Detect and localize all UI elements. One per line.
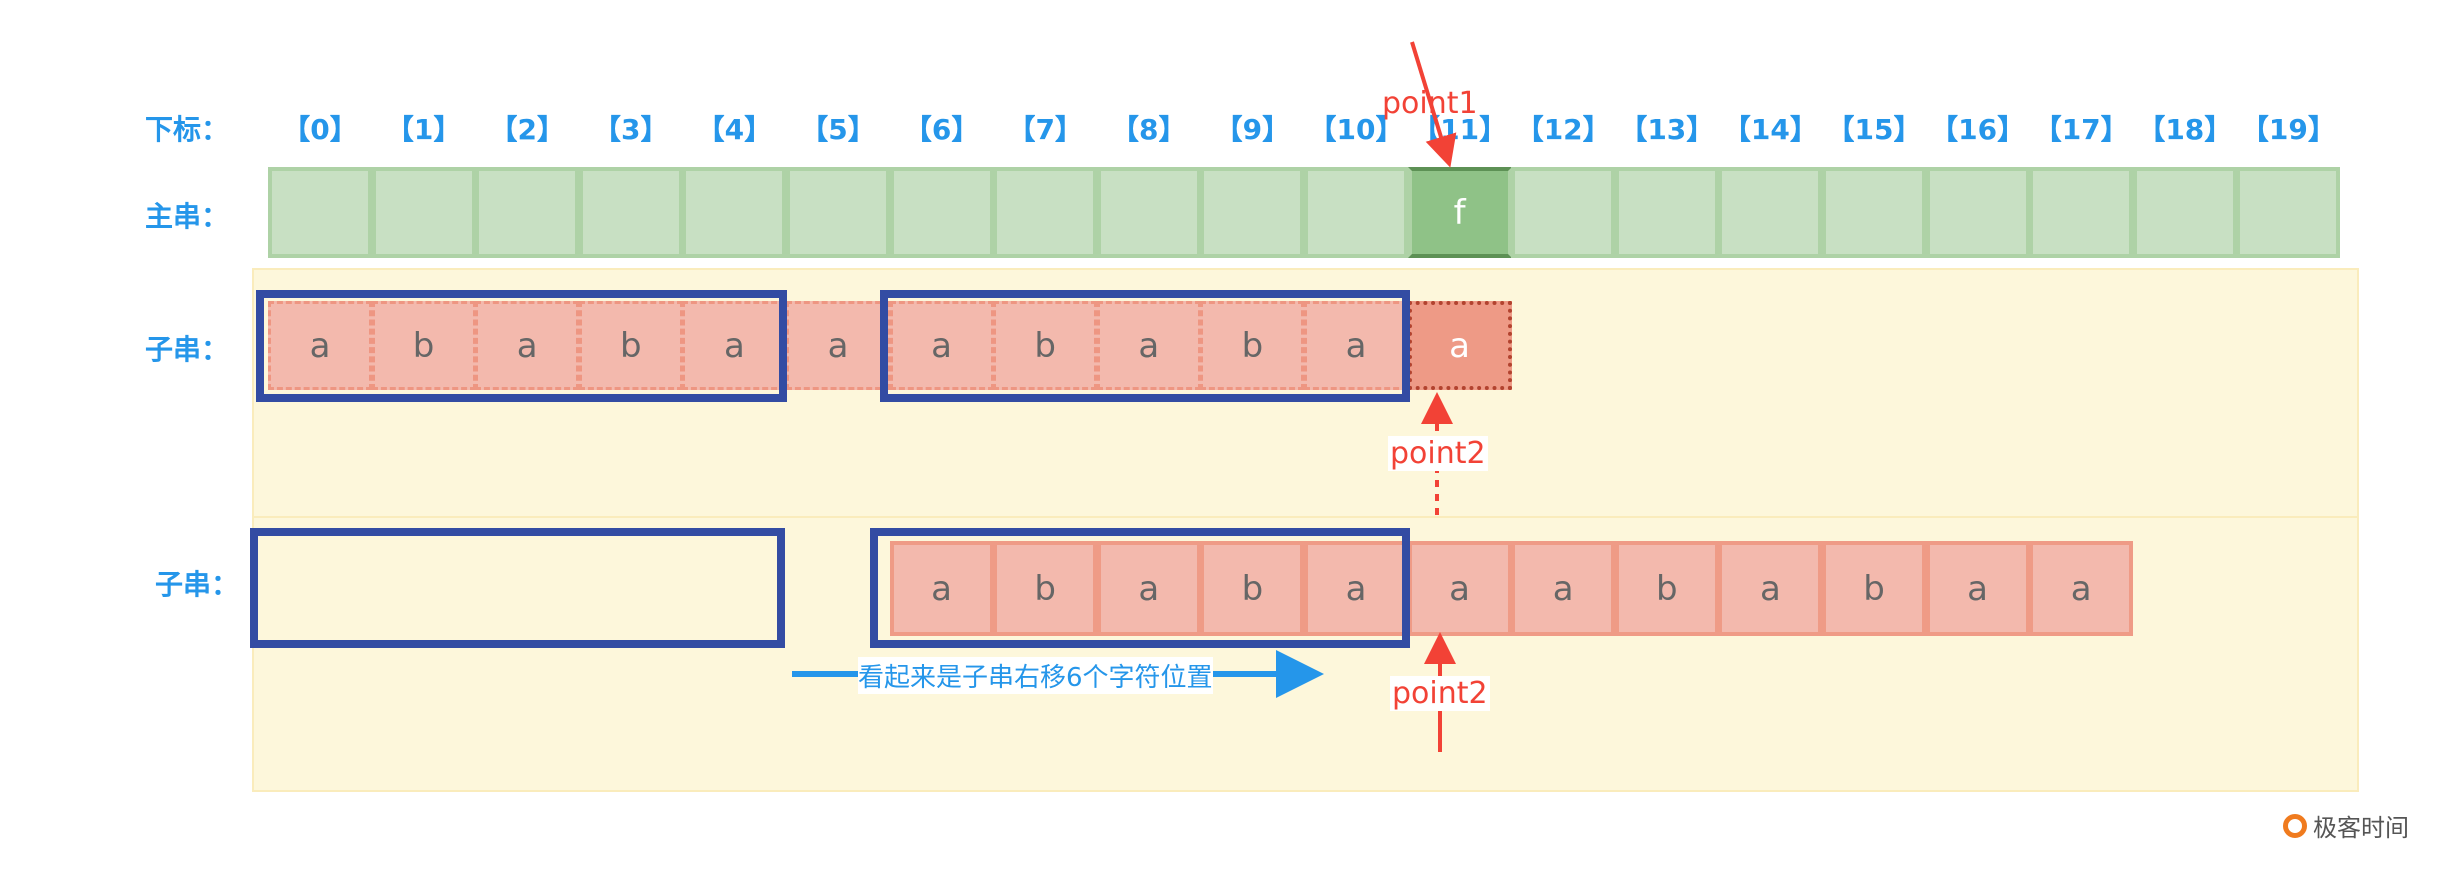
- main-cell-13: [1614, 167, 1719, 258]
- index-label-1: 【1】: [385, 113, 462, 146]
- index-label-16: 【16】: [1930, 113, 2026, 146]
- main-string-label: 主串：: [145, 200, 230, 233]
- index-label-15: 【15】: [1826, 113, 1922, 146]
- sub1-cell-8: a: [1096, 301, 1201, 390]
- sub2-cell-9: b: [1822, 541, 1926, 636]
- point1-arrow: [1410, 41, 1457, 168]
- index-label-10: 【10】: [1308, 113, 1404, 146]
- prefix-box-top: [256, 290, 787, 402]
- shift-annotation: 看起来是子串右移6个字符位置: [858, 657, 1213, 694]
- sub-string-label-1: 子串：: [145, 333, 230, 366]
- index-label: 下标：: [145, 113, 230, 146]
- sub2-cell-11: a: [2029, 541, 2134, 636]
- main-cell-8: [1096, 167, 1201, 258]
- index-label-14: 【14】: [1722, 113, 1818, 146]
- main-cell-5: [786, 167, 890, 258]
- main-cell-1: [371, 167, 476, 258]
- point2-label-bottom: point2: [1390, 676, 1490, 711]
- sub2-cell-7: b: [1614, 541, 1719, 636]
- index-label-4: 【4】: [696, 113, 773, 146]
- prefix-box-bottom: [250, 528, 785, 648]
- sub1-cell-6: a: [889, 301, 994, 390]
- main-cell-16: [1925, 167, 2030, 258]
- index-label-8: 【8】: [1111, 113, 1187, 146]
- sub2-cell-8: a: [1718, 541, 1823, 636]
- sub1-cell-2: a: [475, 301, 580, 390]
- main-cell-10: [1304, 167, 1408, 258]
- sub1-cell-10: a: [1304, 301, 1408, 390]
- index-label-18: 【18】: [2137, 113, 2233, 146]
- main-cell-12: [1511, 167, 1616, 258]
- sub2-cell-1: b: [993, 541, 1098, 636]
- suffix-box-top: [880, 290, 1410, 402]
- main-cell-2: [475, 167, 580, 258]
- suffix-box-bottom: [870, 528, 1410, 648]
- point2-label-top: point2: [1388, 436, 1488, 471]
- main-cell-15: [1822, 167, 1926, 258]
- index-label-7: 【7】: [1007, 113, 1083, 146]
- main-cell-11: f: [1407, 167, 1512, 258]
- index-label-9: 【9】: [1214, 113, 1291, 146]
- index-label-17: 【17】: [2033, 113, 2129, 146]
- logo: 极客时间: [2283, 808, 2409, 843]
- index-label-13: 【13】: [1619, 113, 1715, 146]
- index-label-0: 【0】: [282, 113, 358, 146]
- sub1-cell-7: b: [993, 301, 1098, 390]
- main-cell-14: [1718, 167, 1823, 258]
- sub1-cell-5: a: [786, 301, 890, 390]
- sub1-cell-3: b: [578, 301, 683, 390]
- sub2-cell-3: b: [1200, 541, 1305, 636]
- point1-label: point1: [1382, 86, 1478, 121]
- sub2-cell-5: a: [1407, 541, 1512, 636]
- sub2-cell-0: a: [889, 541, 994, 636]
- main-cell-9: [1200, 167, 1305, 258]
- main-cell-7: [993, 167, 1098, 258]
- sub1-cell-0: a: [268, 301, 372, 390]
- sub2-cell-6: a: [1511, 541, 1616, 636]
- logo-text: 极客时间: [2313, 814, 2409, 842]
- sub1-cell-1: b: [371, 301, 476, 390]
- index-label-5: 【5】: [800, 113, 876, 146]
- main-cell-0: [268, 167, 372, 258]
- main-cell-18: [2132, 167, 2237, 258]
- main-cell-6: [889, 167, 994, 258]
- index-label-3: 【3】: [593, 113, 669, 146]
- main-cell-19: [2236, 167, 2341, 258]
- index-label-6: 【6】: [903, 113, 980, 146]
- sub-string-label-2: 子串：: [155, 568, 240, 601]
- index-label-2: 【2】: [489, 113, 565, 146]
- main-cell-17: [2029, 167, 2134, 258]
- sub2-cell-10: a: [1925, 541, 2030, 636]
- index-label-12: 【12】: [1515, 113, 1611, 146]
- index-label-19: 【19】: [2240, 113, 2336, 146]
- main-cell-4: [682, 167, 787, 258]
- sub1-cell-9: b: [1200, 301, 1305, 390]
- main-cell-3: [578, 167, 683, 258]
- logo-icon: [2283, 813, 2307, 838]
- sub2-cell-2: a: [1096, 541, 1201, 636]
